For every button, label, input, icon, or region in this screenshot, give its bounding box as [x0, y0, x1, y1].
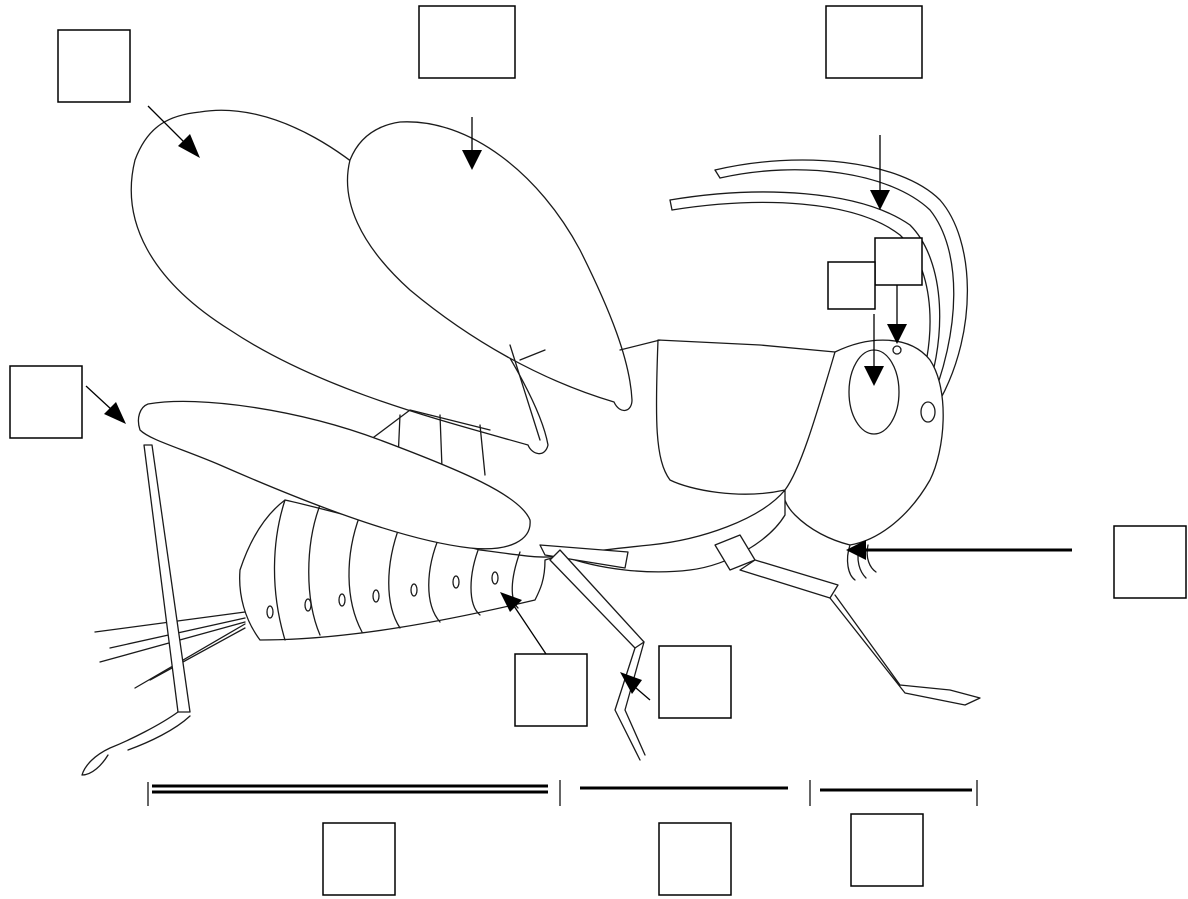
label-box-fore-wing[interactable]: [419, 6, 515, 78]
label-box-abdomen[interactable]: [323, 823, 395, 895]
label-box-antenna[interactable]: [826, 6, 922, 78]
label-box-thorax[interactable]: [659, 823, 731, 895]
label-box-head[interactable]: [851, 814, 923, 886]
label-box-hind-wing[interactable]: [58, 30, 130, 102]
label-box-compound-eye[interactable]: [828, 262, 875, 309]
label-box-leg-claw[interactable]: [659, 646, 731, 718]
body-region-brackets: [148, 780, 977, 806]
simple-eye: [893, 346, 901, 354]
label-box-mouthparts[interactable]: [1114, 526, 1186, 598]
label-box-simple-eye[interactable]: [875, 238, 922, 285]
label-box-femur-joint[interactable]: [10, 366, 82, 438]
label-box-spiracle[interactable]: [515, 654, 587, 726]
